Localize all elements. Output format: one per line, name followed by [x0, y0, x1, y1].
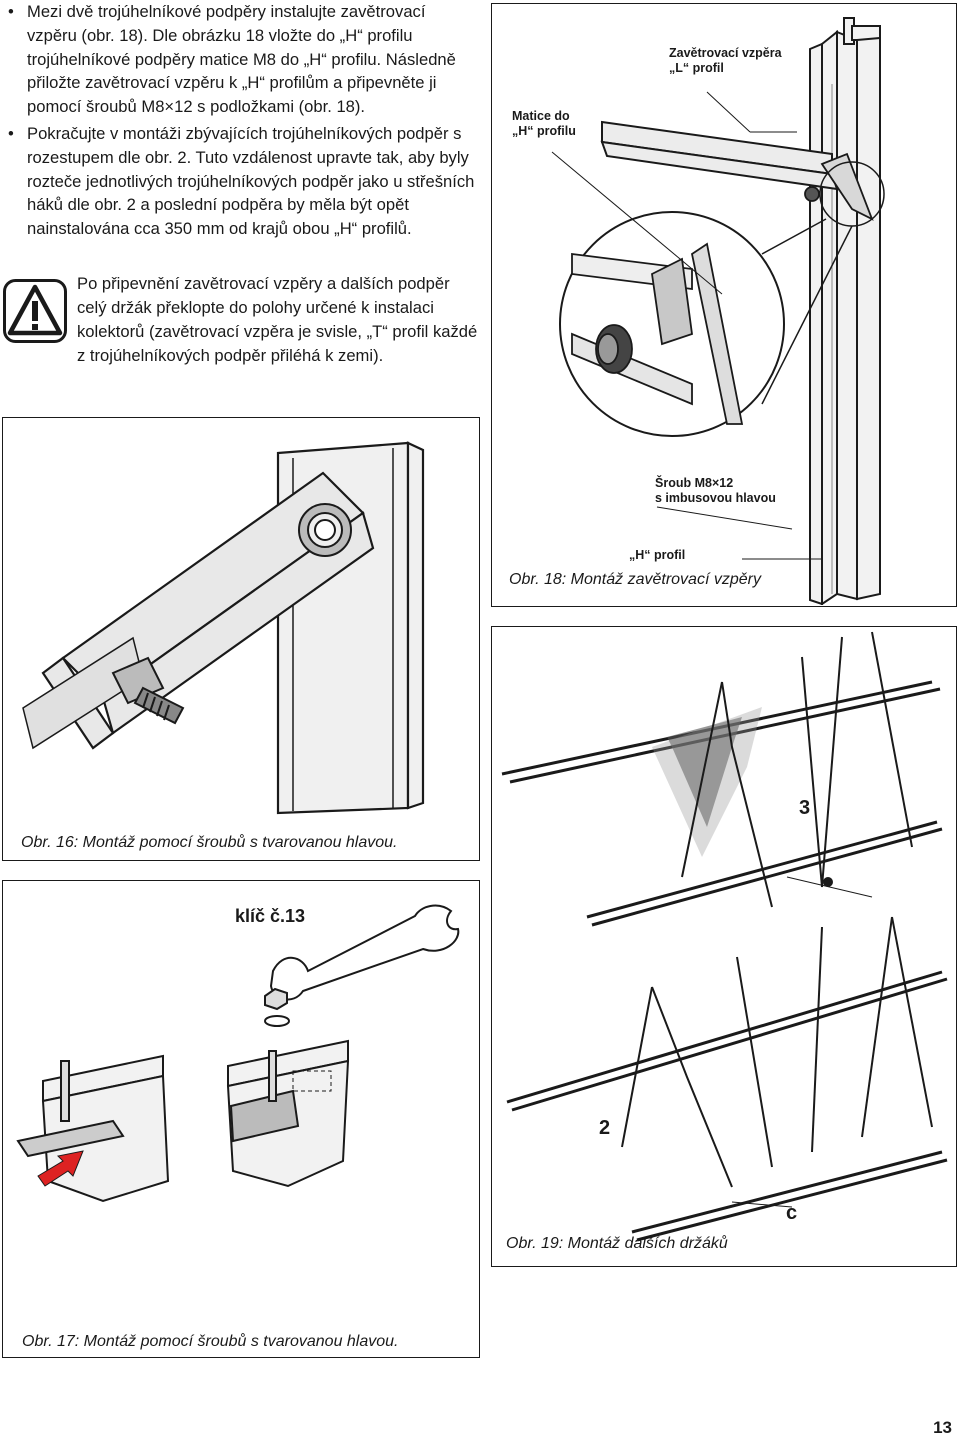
label-h-profile: „H“ profil — [629, 548, 686, 562]
nut-drawing — [298, 503, 352, 557]
figure-17-caption: Obr. 17: Montáž pomocí šroubů s tvarovan… — [22, 1333, 399, 1350]
label-brace: Zavětrovací vzpěra„L“ profil — [669, 46, 782, 75]
label-c: c — [786, 1202, 798, 1224]
instruction-list: Mezi dvě trojúhelníkové podpěry instaluj… — [8, 0, 476, 241]
warning-text: Po připevnění zavětrovací vzpěry a další… — [77, 274, 478, 365]
brace-drawing — [600, 120, 839, 191]
figure-16: Obr. 16: Montáž pomocí šroubů s tvarovan… — [2, 417, 480, 861]
warning-icon — [3, 279, 67, 343]
beam-drawing — [41, 471, 375, 750]
figure-16-caption: Obr. 16: Montáž pomocí šroubů s tvarovan… — [21, 834, 398, 851]
figure-18-caption: Obr. 18: Montáž zavětrovací vzpěry — [509, 571, 761, 588]
label-2: 2 — [599, 1117, 611, 1139]
supports-top-drawing — [681, 631, 913, 908]
h-profile-drawing — [809, 17, 881, 605]
profile-right-drawing — [226, 1039, 350, 1188]
instruction-item-2: Pokračujte v montáži zbývajících trojúhe… — [8, 122, 476, 241]
figure-19: 3 2 c Obr. 19: Montáž dalších držáků — [491, 626, 957, 1267]
bracket-drawing — [804, 152, 874, 221]
instruction-item-1: Mezi dvě trojúhelníkové podpěry instaluj… — [8, 0, 476, 119]
label-nut: Matice do„H“ profilu — [512, 109, 576, 138]
figure-17: klíč č.13 Obr. 17: Montáž pomocí šroubů … — [2, 880, 480, 1358]
figure-19-caption: Obr. 19: Montáž dalších držáků — [506, 1235, 728, 1252]
rails-bottom-drawing — [506, 970, 948, 1242]
bolt-drawing — [111, 656, 185, 725]
wrench-drawing — [269, 904, 460, 1001]
label-3: 3 — [799, 797, 811, 819]
figure-18: Matice do„H“ profilu Zavětrovací vzpěra„… — [491, 3, 957, 607]
page-number: 13 — [933, 1418, 952, 1437]
label-key: klíč č.13 — [235, 906, 306, 926]
supports-bottom-drawing — [621, 916, 933, 1188]
